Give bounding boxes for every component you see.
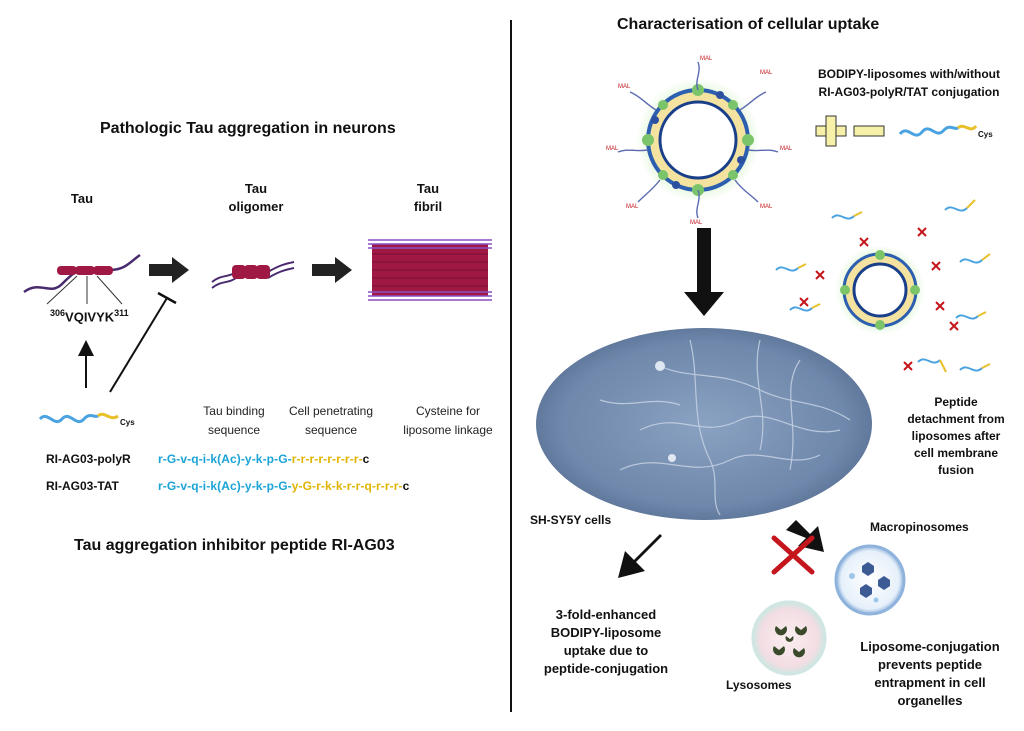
prevent-caption-line3: entrapment in cell [874,675,986,690]
mal-label: MAL [760,204,773,210]
motif-seq: VQIVYK [65,309,115,325]
peptide-squiggle-right [898,124,978,137]
liposome-caption-line2: RI-AG03-polyR/TAT conjugation [818,85,1000,99]
header-tau-binding-line2: sequence [207,423,261,437]
polyR-penetrating: r-r-r-r-r-r-r-r- [291,452,363,466]
TAT-binding: r-G-v-q-i-k(Ac)-y-k-p-G- [158,479,292,493]
macropinosome-label: Macropinosomes [870,520,969,534]
cys-label-left: Cys [120,418,135,427]
minus-sign [853,125,885,137]
polyR-cysteine: c [362,452,370,466]
mal-label: MAL [700,56,713,62]
header-cell-penetrating: Cell penetrating sequence [278,402,384,440]
motif-label: 306VQIVYK311 [50,308,129,324]
peptide-name-polyR: RI-AG03-polyR [46,452,131,466]
oligomer-label-line2: oligomer [228,199,284,214]
detach-caption-line5: fusion [938,463,974,477]
macropinosome [834,544,906,616]
prevent-caption-line2: prevents peptide [877,657,983,672]
cells-label: SH-SY5Y cells [530,513,612,527]
uptake-caption-line1: 3-fold-enhanced [555,607,657,622]
left-panel-title: Pathologic Tau aggregation in neurons [100,120,396,137]
peptide-name-TAT: RI-AG03-TAT [46,479,119,493]
header-cell-penetrating-line1: Cell penetrating [288,404,374,418]
arrow-cells-to-uptake [618,526,662,578]
uptake-caption: 3-fold-enhanced BODIPY-liposome uptake d… [524,606,688,678]
liposome-caption-line1: BODIPY-liposomes with/without [817,67,1000,81]
mal-label: MAL [626,204,639,210]
uptake-caption-line3: uptake due to [563,643,649,658]
header-tau-binding: Tau binding sequence [186,402,282,440]
oligomer-label: Tau oligomer [218,180,294,216]
fibril-label: Tau fibril [398,180,458,216]
TAT-cysteine: c [402,479,410,493]
header-cysteine: Cysteine for liposome linkage [390,402,506,440]
mal-label: MAL [618,84,631,90]
header-cysteine-line2: liposome linkage [403,423,493,437]
prevent-caption-line1: Liposome-conjugation [860,639,1000,654]
tau-label: Tau [70,191,94,206]
header-tau-binding-line1: Tau binding [203,404,265,418]
arrow-liposome-to-cells [684,228,724,316]
lysosome [751,600,827,676]
detach-caption: Peptide detachment from liposomes after … [900,394,1012,479]
tau-fibril [368,239,492,301]
right-panel-title: Characterisation of cellular uptake [617,16,880,33]
left-panel-bottom-title: Tau aggregation inhibitor peptide RI-AG0… [74,537,395,554]
oligomer-label-line1: Tau [244,181,268,196]
arrow-monomer-to-oligomer [149,257,189,283]
inhibition-line [109,297,168,393]
polyR-binding: r-G-v-q-i-k(Ac)-y-k-p-G- [158,452,292,466]
detach-caption-line2: detachment from [907,412,1005,426]
plus-sign [815,115,847,147]
motif-end: 311 [114,308,129,318]
peptide-seq-TAT: r-G-v-q-i-k(Ac)-y-k-p-G-y-G-r-k-k-r-r-q-… [158,479,409,493]
uptake-caption-line4: peptide-conjugation [543,661,669,676]
liposome-top [617,61,779,219]
header-cysteine-line1: Cysteine for [415,404,481,418]
fibril-label-line2: fibril [413,199,443,214]
liposome-caption: BODIPY-liposomes with/without RI-AG03-po… [796,65,1022,101]
blocked-cross [771,535,815,575]
mal-label: MAL [606,146,619,152]
uptake-caption-line2: BODIPY-liposome [550,625,662,640]
arrow-cells-to-organelles [786,520,824,552]
cys-label-right: Cys [978,130,993,139]
tau-monomer [23,253,141,305]
detach-caption-line3: liposomes after [911,429,1001,443]
motif-start: 306 [50,308,66,318]
mal-label: MAL [760,70,773,76]
TAT-penetrating: y-G-r-k-k-r-r-q-r-r-r- [291,479,403,493]
mal-label: MAL [780,146,793,152]
peptide-seq-polyR: r-G-v-q-i-k(Ac)-y-k-p-G-r-r-r-r-r-r-r-r-… [158,452,369,466]
prevent-caption: Liposome-conjugation prevents peptide en… [842,638,1018,710]
header-cell-penetrating-line2: sequence [304,423,358,437]
detach-caption-line1: Peptide [934,395,978,409]
peptide-squiggle-left [38,412,119,424]
prevent-caption-line4: organelles [897,693,963,708]
mal-label: MAL [690,220,703,226]
fibril-label-line1: Tau [416,181,440,196]
cell-micrograph [536,328,872,520]
tau-oligomer [211,261,295,289]
lysosome-label: Lysosomes [726,678,792,692]
liposome-detached [775,199,991,373]
detach-caption-line4: cell membrane [913,446,999,460]
arrow-oligomer-to-fibril [312,257,352,283]
